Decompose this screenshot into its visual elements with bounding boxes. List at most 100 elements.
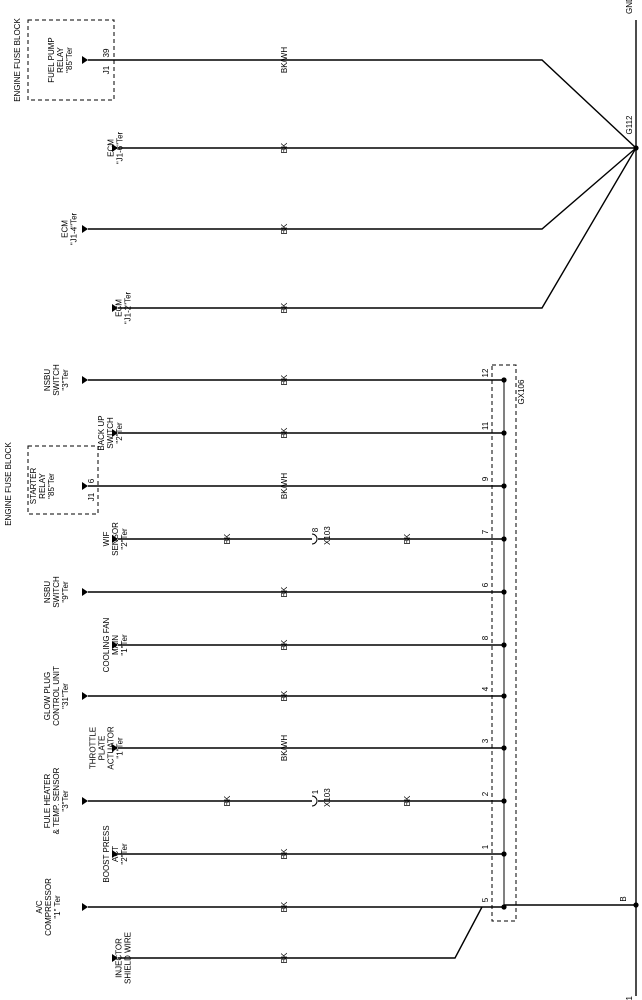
device-label-line: BACK UP [97,415,106,450]
fuse-block-title: ENGINE FUSE BLOCK [4,442,13,526]
device-label-line-group: PLATE [98,736,107,761]
wire-color-label-group: BK [403,795,412,806]
device-label-line-group: SENSOR [111,522,120,556]
terminal-marker [82,588,88,596]
device-label-line-group: "J1-4"Ter [70,212,79,245]
splice-pin-label: 8 [481,635,490,640]
terminal-marker [82,482,88,490]
device-label-line: FUEL PUMP [47,37,56,83]
device-label-line: ECM [107,139,116,157]
splice-pin-label: 9 [481,476,490,481]
splice-pin-label: 1 [481,844,490,849]
wire-color-label: BK [403,533,412,544]
wire-color-label: BK [280,586,289,597]
connector-pin-label-group: 8 [311,527,320,532]
splice-pin-b: B [619,896,628,901]
wire-color-label-group: BK [280,142,289,153]
wire-color-label-group: BK [280,848,289,859]
splice-junction [501,430,507,436]
splice-pin-label: 12 [481,368,490,377]
wire-color-label: BK/WH [280,473,289,499]
device-label-line-group: "31"Ter [61,683,70,709]
fuse-block-title: ENGINE FUSE BLOCK [13,18,22,102]
wire-color-label: BK [280,142,289,153]
wire-color-label: BK [403,795,412,806]
wire-color-label-group: BK [280,427,289,438]
splice-junction [501,693,507,699]
device-label-line: MAIN [111,635,120,655]
wire-color-label: BK [280,952,289,963]
wire-color-label: BK [280,302,289,313]
splice-pin-label-group: 4 [481,686,490,691]
splice-pin-label-group: 5 [481,897,490,902]
wire-color-label-group: BK [280,901,289,912]
device-label-line-group: NSBU [43,581,52,603]
splice-pin-label: 3 [481,738,490,743]
wire-color-label-group: BK [280,374,289,385]
terminal-marker [112,744,118,752]
terminal-marker [112,144,118,152]
ground-label: GND [625,0,634,14]
splice-junction [501,851,507,857]
device-label-line: FULE HEATER [43,774,52,829]
splice-pin-label-group: 9 [481,476,490,481]
fuse-block-connector: J1 [102,65,111,74]
splice-junction [501,642,507,648]
wire-color-label-group: BK [223,533,232,544]
device-label-line-group: SWITCH [52,364,61,396]
wire-color-label: BK/WH [280,735,289,761]
splice-pin-label: 4 [481,686,490,691]
device-label-line-group: NSBU [43,369,52,391]
device-label-line-group: "9"Ter [61,581,70,603]
device-label-line: NSBU [43,369,52,391]
terminal-marker [112,304,118,312]
splice-junction [501,589,507,595]
device-label-line-group: CONTROL UNIT [52,666,61,726]
fuse-block-pin: 6 [87,478,96,483]
wire-color-label-group: BK [223,795,232,806]
wire-color-label: BK [280,848,289,859]
splice-junction [501,745,507,751]
device-label-line-group: BACK UP [97,415,106,450]
splice-label: GX106 [517,379,526,404]
device-label-line-group: SWITCH [52,576,61,608]
device-label-line: "31"Ter [61,683,70,709]
device-label-line-group: ECM [107,139,116,157]
device-label-line-group: FUEL PUMP [47,37,56,83]
wire-color-label: BK [280,223,289,234]
terminal-marker [82,692,88,700]
device-label-line: "J1-4"Ter [70,212,79,245]
device-label-line: "3"Ter [61,369,70,391]
splice-junction [501,536,507,542]
connector-pin-label-group: 1 [311,789,320,794]
splice-pin-label-group: 7 [481,529,490,534]
device-label-line: "85"Ter [47,473,56,499]
device-label-line-group: A/C [35,900,44,914]
device-label-line-group: BOOST PRESS [102,825,111,882]
device-label-line: NSBU [43,581,52,603]
terminal-marker [112,429,118,437]
device-label-line-group: THROTTLE [89,727,98,769]
wire-color-label-group: BK/WH [280,735,289,761]
device-label-line-group: MAIN [111,635,120,655]
splice-pin-label: 5 [481,897,490,902]
device-label-line: "1" Ter [53,895,62,919]
terminal-marker [112,850,118,858]
fuse-block-connector: J1 [87,492,96,501]
splice-pin-label-group: 1 [481,844,490,849]
device-label-line: PLATE [98,736,107,761]
splice-pin-label-group: 12 [481,368,490,377]
connector-symbol [311,533,318,545]
device-label-line: "3"Ter [61,790,70,812]
device-label-line-group: "3"Ter [61,790,70,812]
device-label-line: "9"Ter [61,581,70,603]
connector-pin-label: 1 [311,789,320,794]
device-label-line-group: ECM [61,220,70,238]
splice-pin-label: 2 [481,791,490,796]
wire-color-label-group: BK/WH [280,473,289,499]
wire-color-label: BK [280,427,289,438]
splice-pin-label: 11 [481,421,490,430]
wire-color-label-group: BK [280,223,289,234]
connector-ref-label-group: X103 [323,526,332,545]
